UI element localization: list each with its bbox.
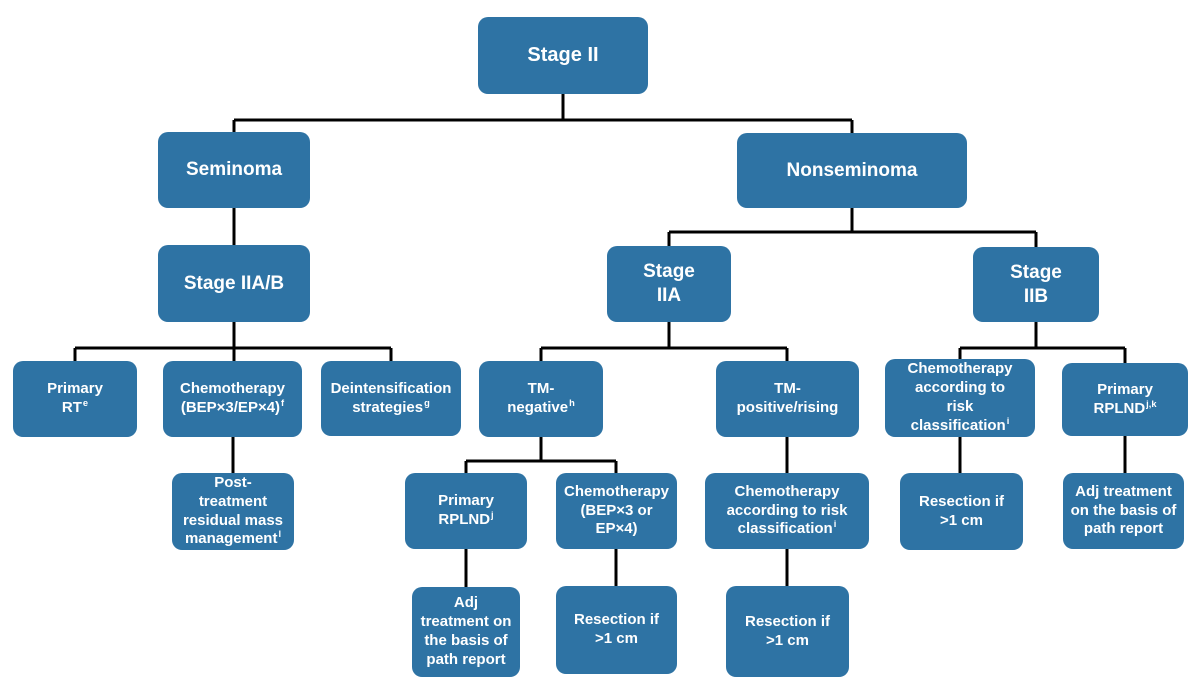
node-label-line: Resection if bbox=[744, 612, 831, 630]
node-label-line: IIB bbox=[1023, 285, 1049, 307]
node-chemotherapy-bep3-or-ep4: Chemotherapy (BEP×3 or EP×4) bbox=[556, 473, 677, 549]
node-label-line: Stage bbox=[1010, 261, 1062, 283]
node-label-line: >1 cm bbox=[766, 631, 809, 649]
node-label-line: Seminoma bbox=[185, 159, 283, 181]
footnote-sup: i bbox=[833, 519, 837, 530]
node-label-line: Chemotherapy bbox=[734, 482, 840, 500]
node-label-line: negative bbox=[507, 399, 569, 416]
node-label-line: residual mass bbox=[182, 511, 284, 529]
node-label-line: Primary bbox=[47, 380, 103, 398]
node-stage-ii: Stage II bbox=[478, 17, 648, 94]
node-chemotherapy-bep3-ep4: Chemotherapy (BEP×3/EP×4)f bbox=[163, 361, 302, 437]
node-tm-positive-rising: TM- positive/rising bbox=[716, 361, 859, 437]
footnote-sup: j bbox=[491, 510, 494, 520]
node-chemo-risk-classification-iib: Chemotherapy according to risk classific… bbox=[885, 359, 1035, 437]
node-label-line: on the basis of bbox=[1070, 501, 1177, 519]
node-label-line: Resection if bbox=[918, 492, 1005, 510]
node-label-line: TM- bbox=[774, 380, 801, 398]
node-resection-gt1cm-tm-positive: Resection if >1 cm bbox=[726, 586, 849, 677]
node-label-line: >1 cm bbox=[595, 630, 638, 647]
node-label-line: IIA bbox=[656, 285, 682, 306]
node-stage-iiab: Stage IIA/B bbox=[158, 245, 310, 322]
node-label-line: management bbox=[184, 530, 278, 548]
node-label-line: RPLND bbox=[1093, 399, 1146, 417]
node-resection-gt1cm-iib: Resection if >1 cm bbox=[900, 473, 1023, 550]
node-label-line: Deintensification bbox=[330, 379, 452, 397]
node-chemo-risk-classification-iia: Chemotherapy according to risk classific… bbox=[705, 473, 869, 549]
node-label-line: path report bbox=[1083, 520, 1164, 538]
node-primary-rplnd-jk: Primary RPLNDj,k bbox=[1062, 363, 1188, 436]
node-label-line: treatment bbox=[198, 492, 268, 510]
footnote-sup: f bbox=[281, 398, 285, 408]
node-label-line: Chemotherapy bbox=[907, 360, 1013, 378]
node-label-line: Stage IIA/B bbox=[183, 272, 285, 294]
node-label-line: Stage II bbox=[527, 43, 599, 66]
node-label-line: strategies bbox=[352, 398, 424, 416]
node-label-line: Chemotherapy bbox=[563, 482, 670, 500]
node-label-line: Adj treatment bbox=[1075, 482, 1172, 500]
node-tm-negative: TM- negativeh bbox=[479, 361, 603, 437]
node-label-line: (BEP×3/EP×4) bbox=[180, 399, 281, 416]
node-label-line: Chemotherapy bbox=[179, 380, 286, 398]
node-label-line: according to bbox=[914, 379, 1005, 397]
node-label-line: Nonseminoma bbox=[786, 159, 918, 181]
node-primary-rplnd-j: Primary RPLNDj bbox=[405, 473, 527, 549]
node-label-line: Primary bbox=[1097, 380, 1153, 398]
node-deintensification-strategies: Deintensification strategiesg bbox=[321, 361, 461, 436]
node-stage-iia: Stage IIA bbox=[607, 246, 731, 322]
node-label-line: EP×4) bbox=[595, 520, 638, 538]
node-label-line: positive/rising bbox=[736, 399, 839, 416]
node-adj-treatment-path-report-iib: Adj treatment on the basis of path repor… bbox=[1063, 473, 1184, 549]
footnote-sup: e bbox=[82, 398, 89, 408]
footnote-sup: h bbox=[569, 398, 575, 408]
node-label-line: treatment on bbox=[420, 613, 512, 631]
footnote-sup: i bbox=[1006, 415, 1010, 426]
node-label-line: Resection if bbox=[573, 611, 660, 629]
footnote-sup: l bbox=[278, 529, 282, 540]
node-label-line: classification bbox=[910, 416, 1006, 434]
node-label-line: Adj bbox=[453, 594, 479, 612]
node-label-line: the basis of bbox=[424, 632, 508, 649]
node-nonseminoma: Nonseminoma bbox=[737, 133, 967, 208]
node-label-line: (BEP×3 or bbox=[580, 501, 653, 519]
node-label-line: RPLND bbox=[438, 511, 491, 528]
node-label-line: Primary bbox=[438, 492, 494, 510]
footnote-sup: j,k bbox=[1146, 398, 1157, 409]
node-label-line: path report bbox=[426, 650, 506, 668]
node-stage-iib: Stage IIB bbox=[973, 247, 1099, 322]
node-primary-rt: Primary RTe bbox=[13, 361, 137, 437]
node-label-line: TM- bbox=[527, 380, 555, 398]
node-label-line: >1 cm bbox=[940, 511, 983, 529]
footnote-sup: g bbox=[424, 397, 430, 408]
node-adj-treatment-path-report-iia: Adj treatment on the basis of path repor… bbox=[412, 587, 520, 677]
node-label-line: RT bbox=[61, 399, 82, 416]
node-label-line: according to risk bbox=[726, 501, 848, 519]
node-label-line: classification bbox=[737, 520, 833, 538]
node-label-line: Stage bbox=[643, 261, 695, 283]
node-post-treatment-residual-mass: Post- treatment residual mass management… bbox=[172, 473, 294, 550]
node-seminoma: Seminoma bbox=[158, 132, 310, 208]
node-label-line: risk bbox=[946, 398, 974, 415]
node-resection-gt1cm-iia: Resection if >1 cm bbox=[556, 586, 677, 674]
node-label-line: Post- bbox=[214, 473, 252, 491]
